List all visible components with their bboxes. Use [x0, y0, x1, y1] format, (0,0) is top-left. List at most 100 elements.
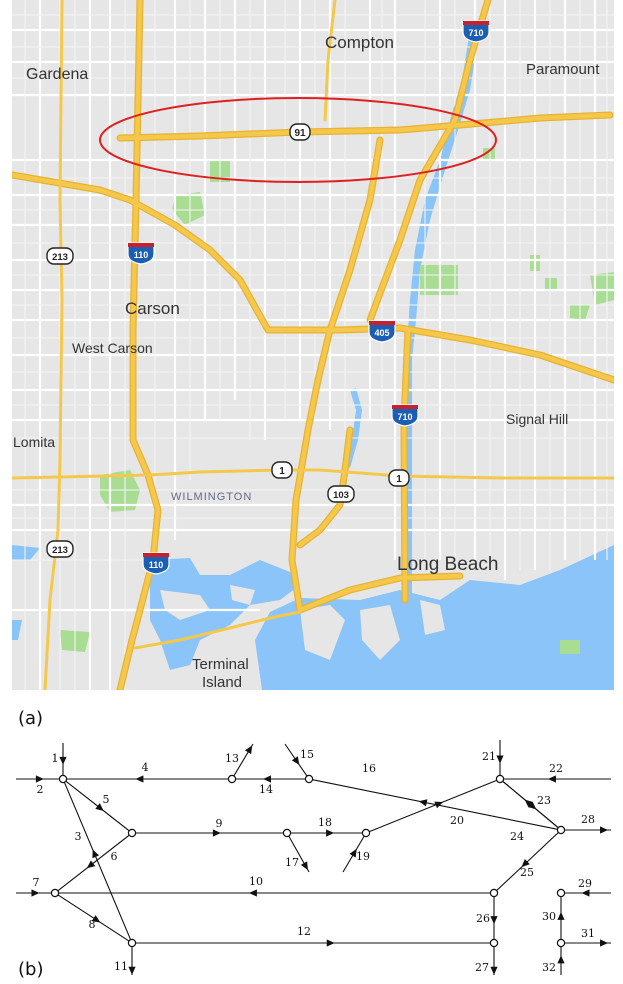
state-route-1-left-shield[interactable]: 1 [271, 461, 293, 479]
link-arrowhead-29 [581, 889, 590, 897]
link-label-28: 28 [581, 813, 595, 826]
link-label-4: 4 [142, 761, 149, 774]
city-label-long-beach: Long Beach [397, 554, 498, 575]
link-label-6: 6 [111, 850, 118, 863]
link-label-7: 7 [33, 876, 40, 889]
panel-label-b: (b) [18, 959, 43, 980]
network-link-labels: 1234567891011121314151617181920212223242… [33, 748, 596, 974]
interstate-710-top-shield[interactable]: 710 [462, 20, 490, 43]
link-label-26: 26 [476, 912, 490, 925]
state-route-213-top-shield[interactable]: 213 [46, 247, 74, 265]
link-arrowhead-17 [300, 861, 308, 871]
city-label-gardena: Gardena [26, 66, 88, 83]
shield-label: 110 [149, 560, 164, 570]
link-label-8: 8 [89, 918, 96, 931]
link-arrowhead-30 [557, 911, 565, 920]
link-20 [369, 779, 497, 833]
link-3 [63, 782, 132, 940]
map-land [12, 0, 614, 690]
link-label-2: 2 [37, 783, 44, 796]
link-arrowhead-15 [291, 756, 300, 765]
link-arrowhead-26 [490, 916, 498, 925]
link-arrowhead-10 [248, 889, 257, 897]
link-25 [496, 832, 559, 891]
link-label-24: 24 [510, 830, 524, 843]
interstate-405-shield[interactable]: 405 [368, 320, 396, 343]
link-label-32: 32 [542, 961, 556, 974]
network-node-G [361, 828, 371, 838]
link-arrowhead-32 [557, 955, 565, 964]
link-label-22: 22 [549, 762, 563, 775]
network-node-M [489, 938, 499, 948]
network-node-N [556, 938, 566, 948]
link-label-5: 5 [103, 793, 110, 806]
link-label-30: 30 [542, 910, 556, 923]
road-map[interactable]: 710 91 213 110 405 710 1 [12, 0, 614, 691]
link-arrowhead-2 [35, 775, 44, 783]
interstate-710-mid-shield[interactable]: 710 [391, 404, 419, 427]
link-label-11: 11 [114, 960, 128, 973]
link-label-10: 10 [249, 875, 263, 888]
shield-label: 710 [468, 28, 483, 38]
link-arrowhead-28 [600, 826, 609, 834]
link-arrowhead-25 [521, 859, 530, 868]
link-label-20: 20 [450, 814, 464, 827]
network-node-D [495, 774, 505, 784]
network-links [16, 740, 611, 975]
network-node-E [127, 828, 137, 838]
shield-label: 110 [134, 250, 149, 260]
link-label-29: 29 [578, 877, 592, 890]
link-label-23: 23 [537, 794, 551, 807]
link-label-15: 15 [300, 748, 314, 761]
link-arrowhead-19 [349, 848, 357, 858]
state-route-103-shield[interactable]: 103 [327, 485, 355, 503]
interstate-110-bottom-shield[interactable]: 110 [142, 552, 170, 575]
city-label-lomita: Lomita [13, 434, 55, 450]
link-label-3: 3 [75, 830, 82, 843]
network-node-K [556, 888, 566, 898]
link-arrowhead-16 [418, 799, 428, 807]
network-node-A [58, 774, 68, 784]
link-label-13: 13 [225, 752, 239, 765]
link-arrowhead-21 [496, 755, 504, 764]
link-arrowhead-12 [326, 939, 335, 947]
link-label-19: 19 [356, 850, 370, 863]
link-label-12: 12 [297, 925, 311, 938]
interstate-110-top-shield[interactable]: 110 [127, 242, 155, 265]
highlight-ellipse [99, 97, 497, 183]
network-node-B [227, 774, 237, 784]
city-label-paramount: Paramount [526, 61, 600, 78]
minor-streets [12, 0, 614, 690]
link-label-31: 31 [581, 927, 595, 940]
link-arrowhead-31 [600, 939, 609, 947]
link-label-21: 21 [482, 750, 496, 763]
shield-label: 1 [279, 466, 285, 477]
shield-label: 213 [52, 545, 68, 556]
link-arrowhead-1 [59, 756, 67, 765]
link-arrowhead-13 [244, 745, 253, 755]
network-node-J [489, 888, 499, 898]
link-label-25: 25 [520, 866, 534, 879]
link-label-14: 14 [259, 783, 273, 796]
state-route-213-bottom-shield[interactable]: 213 [46, 540, 74, 558]
state-route-1-right-shield[interactable]: 1 [388, 469, 410, 487]
link-arrowhead-7 [31, 889, 40, 897]
network-node-C [304, 774, 314, 784]
shield-label: 1 [396, 474, 402, 485]
network-node-F [282, 828, 292, 838]
link-arrowhead-27 [490, 966, 498, 975]
link-arrowhead-11 [128, 966, 136, 975]
city-label-wilmington: WILMINGTON [171, 491, 252, 503]
network-node-H [556, 825, 566, 835]
city-label-island: Island [202, 674, 242, 691]
city-label-west-carson: West Carson [72, 340, 153, 356]
link-arrowhead-8 [91, 915, 101, 923]
harbor-land [160, 585, 445, 660]
link-16 [312, 779, 558, 830]
link-arrowhead-20 [434, 801, 444, 809]
shield-label: 405 [374, 328, 389, 338]
city-label-carson: Carson [125, 299, 180, 318]
state-route-91-shield[interactable]: 91 [289, 123, 311, 141]
link-arrowhead-6 [86, 860, 96, 869]
